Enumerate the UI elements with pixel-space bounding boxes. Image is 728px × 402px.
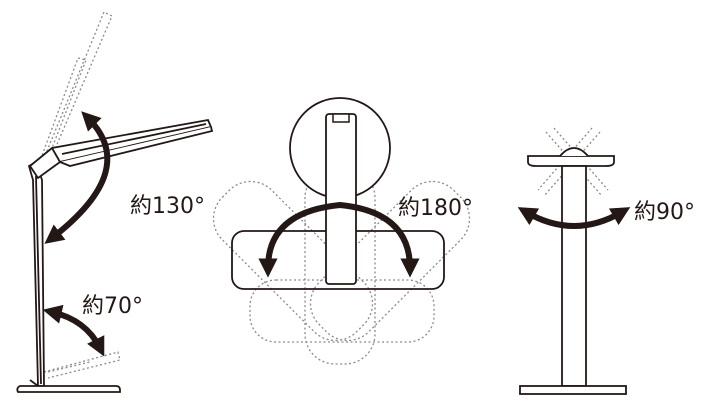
arm-tilt-label: 約130° — [130, 194, 205, 219]
lamp-arm — [325, 113, 357, 285]
lamp-base — [16, 379, 121, 393]
top-view-lamp — [212, 97, 471, 365]
base-tilt-label: 約70° — [82, 294, 143, 319]
front-view-lamp — [517, 127, 631, 395]
lamp-head-arm — [28, 118, 214, 180]
front-lamp-base — [519, 385, 627, 395]
head-rotation-arrow — [258, 201, 420, 278]
lamp-pole — [27, 160, 45, 387]
front-lamp-pole — [561, 165, 587, 387]
front-lamp-head — [527, 147, 615, 167]
head-swivel-arrow — [517, 207, 631, 229]
arm-tilt-arrow — [44, 111, 111, 244]
base-tilt-arrow — [42, 304, 105, 357]
arm-joint — [332, 113, 350, 123]
head-swivel-label: 約90° — [634, 200, 695, 225]
side-view-lamp — [16, 11, 214, 393]
head-rotation-label: 約180° — [398, 196, 473, 221]
